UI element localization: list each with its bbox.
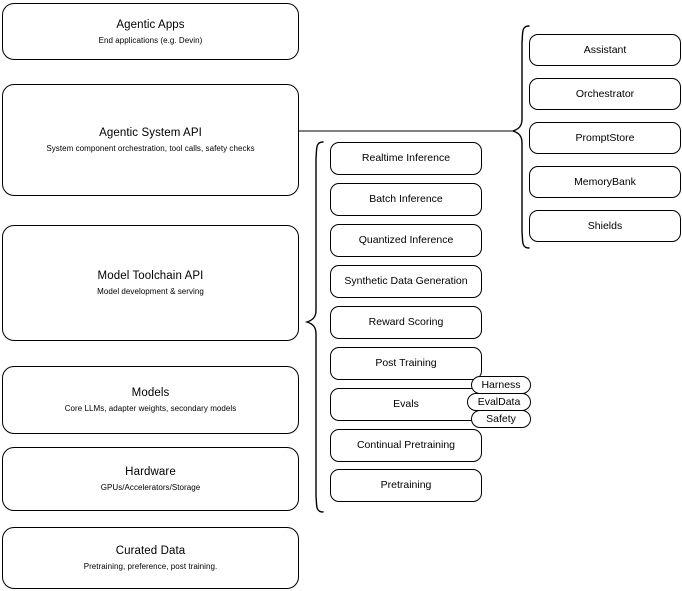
layer-title: Models	[131, 387, 170, 399]
system-component-assistant[interactable]: Assistant	[529, 34, 681, 66]
capability-reward-scoring[interactable]: Reward Scoring	[330, 306, 482, 339]
capability-post-training[interactable]: Post Training	[330, 347, 482, 380]
capability-label: Continual Pretraining	[356, 439, 456, 451]
capability-quantized-inference[interactable]: Quantized Inference	[330, 224, 482, 257]
layer-hardware[interactable]: Hardware GPUs/Accelerators/Storage	[2, 447, 299, 511]
capability-evals[interactable]: Evals	[330, 388, 482, 421]
capability-realtime-inference[interactable]: Realtime Inference	[330, 142, 482, 175]
evals-subcomponent-evaldata[interactable]: EvalData	[467, 393, 531, 411]
pill-label: Safety	[486, 413, 516, 425]
capability-label: Post Training	[375, 357, 437, 369]
layer-models[interactable]: Models Core LLMs, adapter weights, secon…	[2, 366, 299, 434]
capability-label: Synthetic Data Generation	[344, 275, 468, 287]
pill-label: Harness	[481, 379, 521, 391]
layer-agentic-apps[interactable]: Agentic Apps End applications (e.g. Devi…	[2, 3, 299, 60]
brace-system-components	[510, 25, 530, 249]
component-label: MemoryBank	[574, 175, 636, 188]
capability-label: Batch Inference	[369, 193, 443, 205]
component-label: Assistant	[583, 43, 627, 56]
layer-subtitle: Model development & serving	[97, 287, 204, 296]
layer-title: Agentic System API	[99, 127, 202, 139]
capability-label: Quantized Inference	[358, 234, 454, 246]
capability-pretraining[interactable]: Pretraining	[330, 469, 482, 502]
capability-continual-pretraining[interactable]: Continual Pretraining	[330, 429, 482, 462]
layer-subtitle: Pretraining, preference, post training.	[83, 562, 218, 571]
evals-subcomponent-safety[interactable]: Safety	[471, 410, 531, 428]
capability-label: Realtime Inference	[361, 152, 451, 164]
layer-model-toolchain-api[interactable]: Model Toolchain API Model development & …	[2, 225, 299, 341]
layer-agentic-system-api[interactable]: Agentic System API System component orch…	[2, 84, 299, 196]
capability-synthetic-data-generation[interactable]: Synthetic Data Generation	[330, 265, 482, 298]
capability-batch-inference[interactable]: Batch Inference	[330, 183, 482, 216]
component-label: Shields	[587, 219, 623, 232]
system-component-promptstore[interactable]: PromptStore	[529, 122, 681, 154]
layer-curated-data[interactable]: Curated Data Pretraining, preference, po…	[2, 527, 299, 589]
layer-subtitle: System component orchestration, tool cal…	[46, 144, 255, 153]
capability-label: Reward Scoring	[368, 316, 444, 328]
system-component-orchestrator[interactable]: Orchestrator	[529, 78, 681, 110]
layer-title: Hardware	[125, 466, 176, 478]
layer-title: Model Toolchain API	[97, 270, 204, 282]
layer-title: Agentic Apps	[116, 18, 185, 31]
component-label: PromptStore	[575, 131, 635, 144]
evals-subcomponent-harness[interactable]: Harness	[471, 376, 531, 394]
system-component-shields[interactable]: Shields	[529, 210, 681, 242]
pill-label: EvalData	[477, 396, 521, 408]
component-label: Orchestrator	[575, 87, 635, 100]
brace-toolchain	[304, 141, 324, 513]
layer-title: Curated Data	[115, 545, 186, 557]
capability-label: Evals	[393, 398, 419, 410]
layer-subtitle: GPUs/Accelerators/Storage	[100, 483, 201, 492]
layer-subtitle: Core LLMs, adapter weights, secondary mo…	[64, 404, 237, 413]
layer-subtitle: End applications (e.g. Devin)	[98, 35, 203, 45]
system-component-memorybank[interactable]: MemoryBank	[529, 166, 681, 198]
capability-label: Pretraining	[380, 479, 432, 491]
